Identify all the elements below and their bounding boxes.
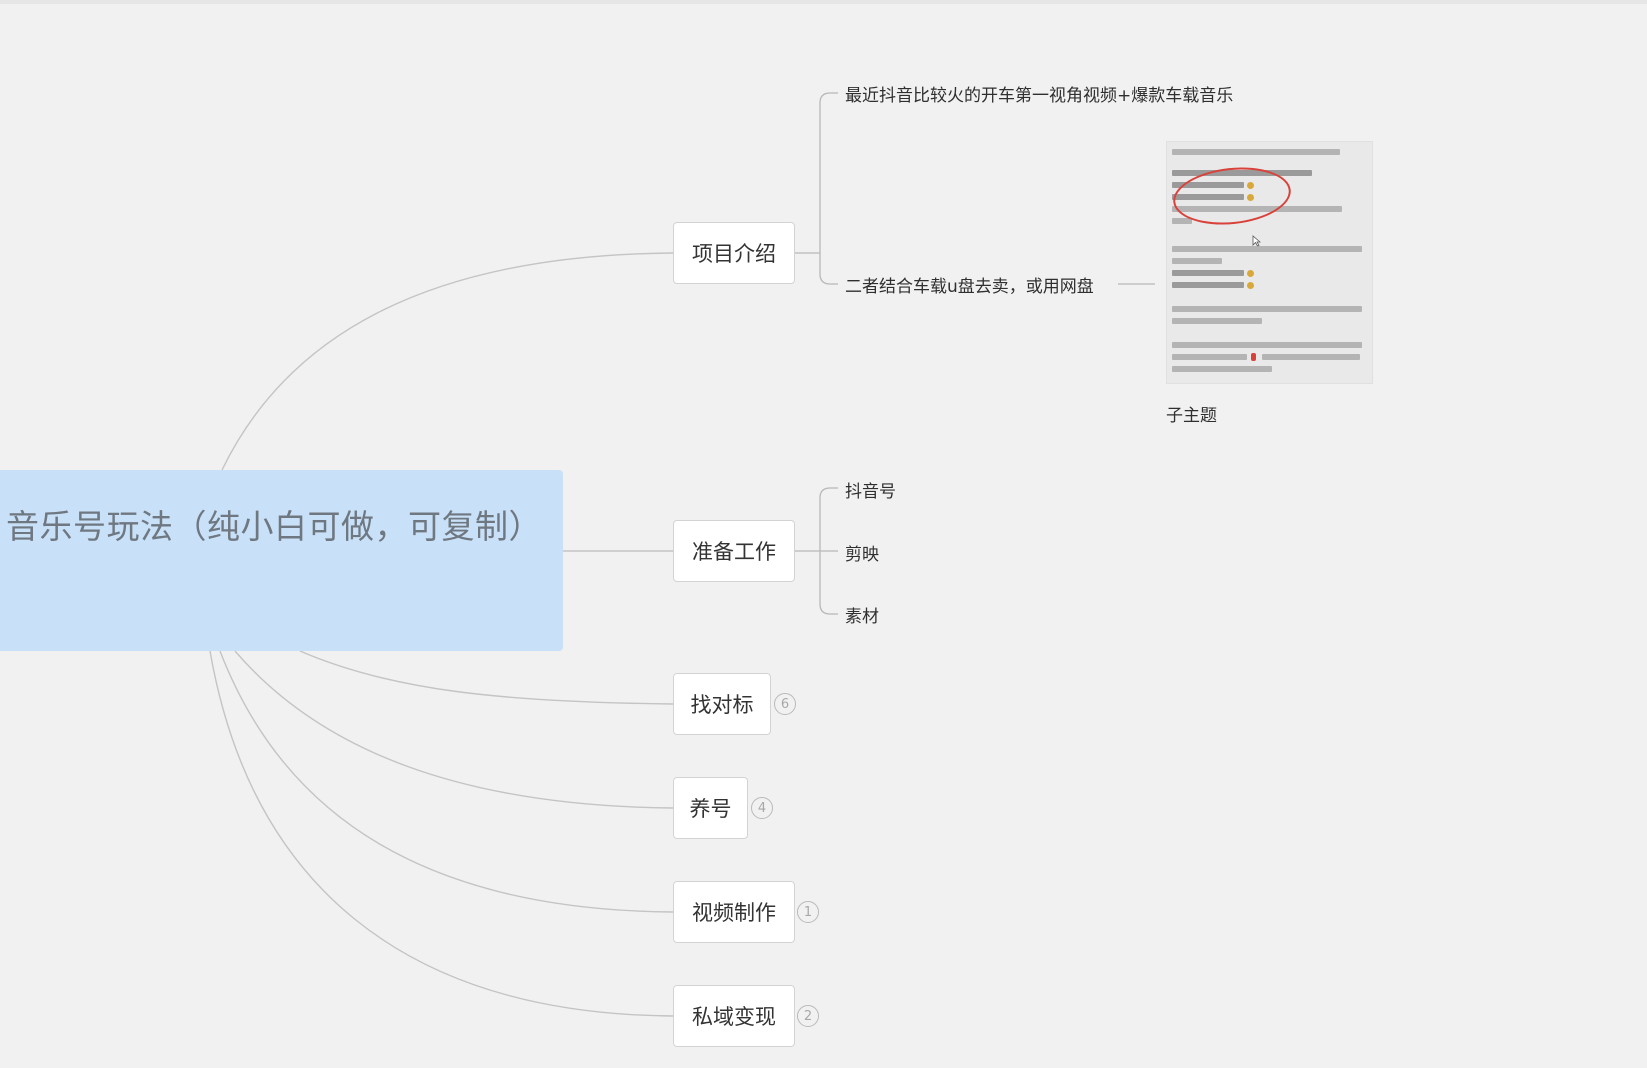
connector-project-intro [221,252,674,471]
topic-label: 私域变现 [692,1005,776,1029]
bracket-preparation [795,487,838,615]
topic-label: 视频制作 [692,901,776,925]
root-topic-title: 音乐号玩法（纯小白可做，可复制） [6,507,542,546]
bracket-project-intro [795,92,838,285]
note-text-line [1172,149,1340,155]
note-text-line [1262,354,1360,360]
note-text-line [1172,306,1362,312]
note-text-line [1172,170,1312,176]
collapsed-count-badge[interactable]: 1 [797,901,819,923]
coin-icon [1247,270,1254,277]
topic-label: 准备工作 [692,540,776,564]
top-divider [0,0,1647,4]
topic-label: 项目介绍 [692,242,776,266]
collapsed-count-badge[interactable]: 2 [797,1005,819,1027]
note-text-line [1172,246,1362,252]
coin-icon [1247,282,1254,289]
coin-icon [1247,194,1254,201]
note-text-line [1172,194,1244,200]
note-text-line [1172,366,1272,372]
collapsed-count-badge[interactable]: 6 [774,693,796,715]
topic-preparation[interactable]: 准备工作 [673,520,795,582]
note-text-line [1172,270,1244,276]
topic-account-nurture[interactable]: 养号 [673,777,748,839]
subtopic-attached-label[interactable]: 子主题 [1166,406,1217,426]
note-screenshot-image[interactable] [1166,141,1373,384]
subtopic-trend-description[interactable]: 最近抖音比较火的开车第一视角视频+爆款车载音乐 [845,86,1234,106]
connector-account-nurture [234,650,674,809]
subtopic-materials[interactable]: 素材 [845,607,879,627]
connector-video-production [219,650,674,913]
note-text-line [1172,282,1244,288]
connector-private-monetize [209,650,674,1017]
note-text-line [1172,258,1222,264]
note-text-line [1172,318,1262,324]
topic-private-monetize[interactable]: 私域变现 [673,985,795,1047]
connector-find-benchmark [299,650,674,705]
note-text-line [1172,182,1244,188]
topic-label: 找对标 [690,693,754,717]
note-text-line [1172,354,1247,360]
topic-project-intro[interactable]: 项目介绍 [673,222,795,284]
note-text-line [1172,206,1342,212]
cursor-icon [1252,235,1261,247]
collapsed-count-badge[interactable]: 4 [751,797,773,819]
note-text-line [1172,342,1362,348]
topic-find-benchmark[interactable]: 找对标 [673,673,771,735]
subtopic-capcut[interactable]: 剪映 [845,545,879,565]
subtopic-douyin-account[interactable]: 抖音号 [845,482,896,502]
subtopic-sales-method[interactable]: 二者结合车载u盘去卖，或用网盘 [845,277,1094,297]
coin-icon [1247,182,1254,189]
topic-label: 养号 [689,797,732,821]
note-text-line [1172,218,1192,224]
root-topic[interactable]: 音乐号玩法（纯小白可做，可复制） [0,470,563,651]
topic-video-production[interactable]: 视频制作 [673,881,795,943]
pin-icon [1251,353,1256,361]
